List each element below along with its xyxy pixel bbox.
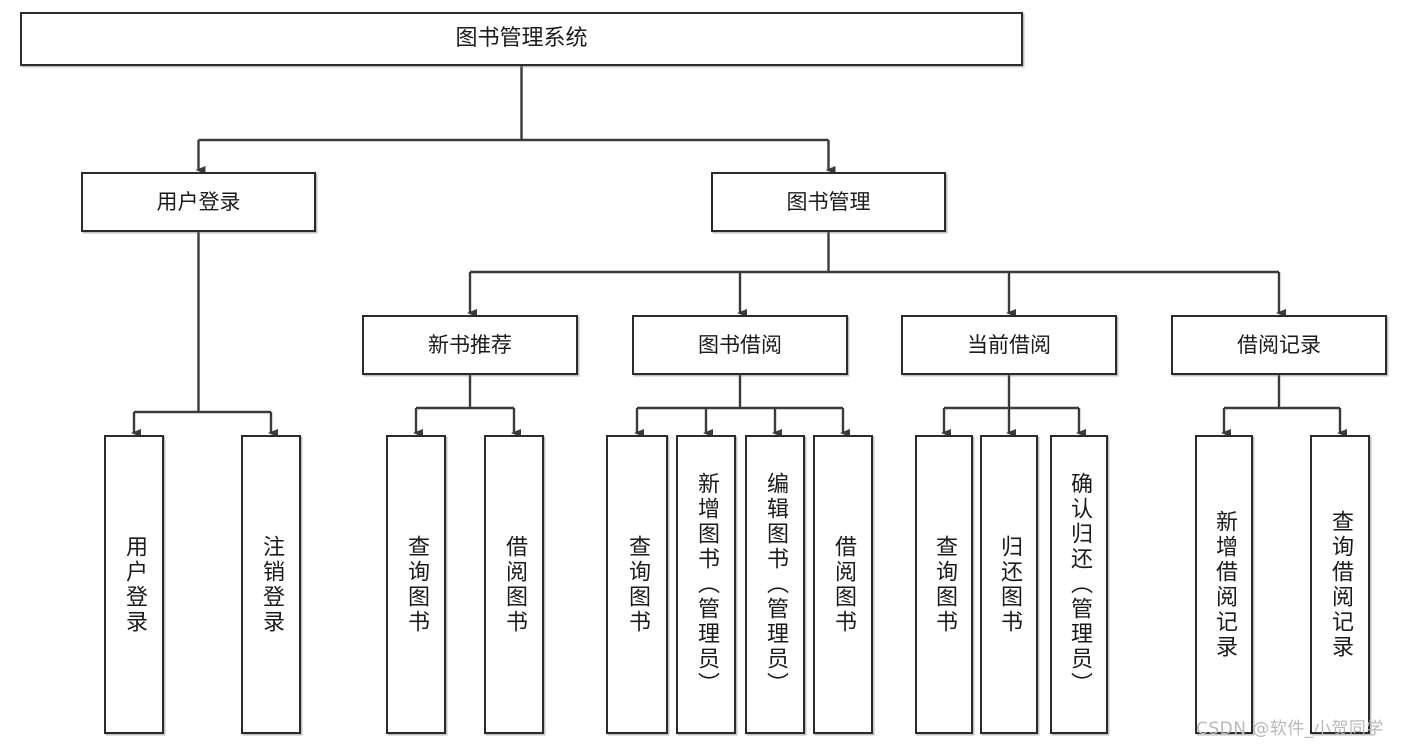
watermark-text: CSDN @软件_小贺同学 [1196,719,1384,739]
node-label: 注销登录 [259,534,284,635]
node-leaf-add-book[interactable]: 新增图书（管理员） [676,435,736,734]
node-new-book-rec[interactable]: 新书推荐 [362,315,578,375]
node-label: 确认归还（管理员） [1067,472,1092,697]
node-leaf-return-book[interactable]: 归还图书 [980,435,1038,734]
node-user-login[interactable]: 用户登录 [81,172,316,232]
node-leaf-edit-book[interactable]: 编辑图书（管理员） [745,435,805,734]
node-label: 查询借阅记录 [1328,509,1353,660]
node-leaf-query-record[interactable]: 查询借阅记录 [1310,435,1370,734]
node-leaf-query-book-2[interactable]: 查询图书 [606,435,668,734]
node-borrow-record[interactable]: 借阅记录 [1171,315,1387,375]
node-label: 查询图书 [932,534,957,635]
node-label: 借阅图书 [831,534,856,635]
node-label: 借阅图书 [502,534,527,635]
node-label: 图书借阅 [698,332,782,357]
edge-group [131,66,1347,437]
node-label: 图书管理系统 [455,26,588,52]
node-leaf-logout[interactable]: 注销登录 [241,435,301,734]
node-label: 用户登录 [122,534,147,635]
node-label: 查询图书 [404,534,429,635]
node-leaf-user-login[interactable]: 用户登录 [104,435,164,734]
node-label: 查询图书 [625,534,650,635]
node-label: 当前借阅 [967,332,1051,357]
node-label: 借阅记录 [1237,332,1321,357]
node-leaf-borrow-book-2[interactable]: 借阅图书 [813,435,873,734]
node-book-borrow[interactable]: 图书借阅 [632,315,848,375]
node-label: 新增借阅记录 [1212,509,1237,660]
node-leaf-query-book-3[interactable]: 查询图书 [915,435,973,734]
node-leaf-confirm-return[interactable]: 确认归还（管理员） [1050,435,1108,734]
node-root[interactable]: 图书管理系统 [20,12,1023,66]
node-label: 新增图书（管理员） [694,472,719,697]
node-label: 归还图书 [997,534,1022,635]
node-leaf-borrow-book-1[interactable]: 借阅图书 [484,435,544,734]
node-label: 图书管理 [786,189,871,214]
node-leaf-add-record[interactable]: 新增借阅记录 [1195,435,1253,734]
node-leaf-query-book-1[interactable]: 查询图书 [386,435,446,734]
node-current-borrow[interactable]: 当前借阅 [901,315,1117,375]
node-label: 新书推荐 [428,332,512,357]
node-book-manage[interactable]: 图书管理 [711,172,946,232]
node-label: 用户登录 [156,189,241,214]
node-label: 编辑图书（管理员） [763,472,788,697]
